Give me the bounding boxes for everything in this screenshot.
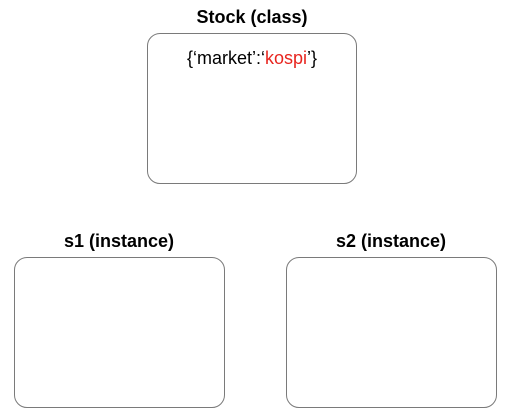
instance-s2-title: s2 (instance) [335, 231, 447, 251]
instance-s2-box [286, 257, 497, 408]
class-attribute-dict: {‘market’:‘kospi’} [148, 47, 356, 69]
instance-s1-box [14, 257, 225, 408]
dict-close: ’} [307, 48, 318, 68]
instance-s1-title: s1 (instance) [63, 231, 175, 251]
dict-value: kospi [264, 48, 308, 68]
dict-open: {‘market’:‘ [186, 48, 265, 68]
class-box: {‘market’:‘kospi’} [147, 33, 357, 184]
class-title: Stock (class) [196, 7, 308, 27]
